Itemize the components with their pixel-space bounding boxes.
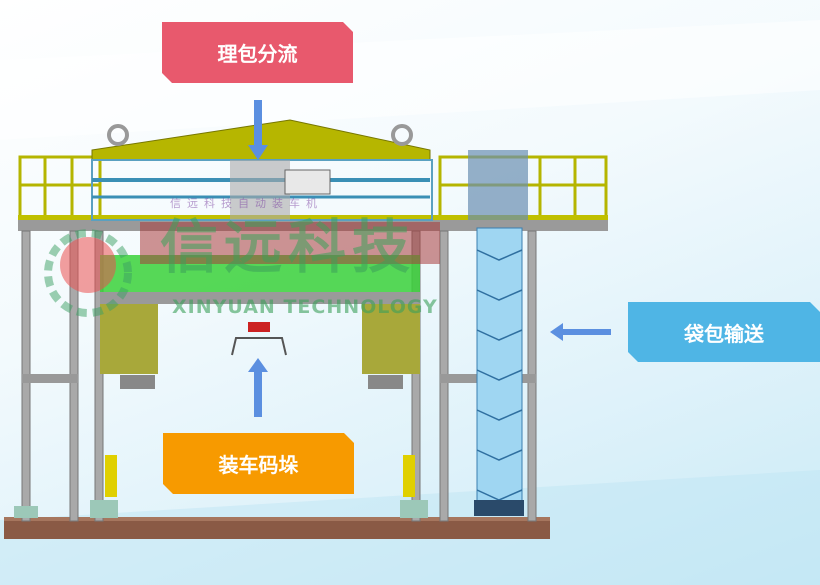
arrow-down-sorting: [248, 100, 268, 160]
arrow-left-conveying: [550, 323, 611, 341]
left-railing: [18, 155, 102, 221]
arrow-up-loading: [248, 358, 268, 417]
label-loading: 装车码垛: [163, 433, 354, 494]
ground-base: [4, 517, 550, 539]
bag-conveyor: [476, 227, 523, 514]
label-conveying: 袋包输送: [628, 302, 820, 362]
label-sorting: 理包分流: [162, 22, 353, 83]
gripper: [231, 322, 287, 356]
stacking-carriage: [100, 255, 420, 295]
